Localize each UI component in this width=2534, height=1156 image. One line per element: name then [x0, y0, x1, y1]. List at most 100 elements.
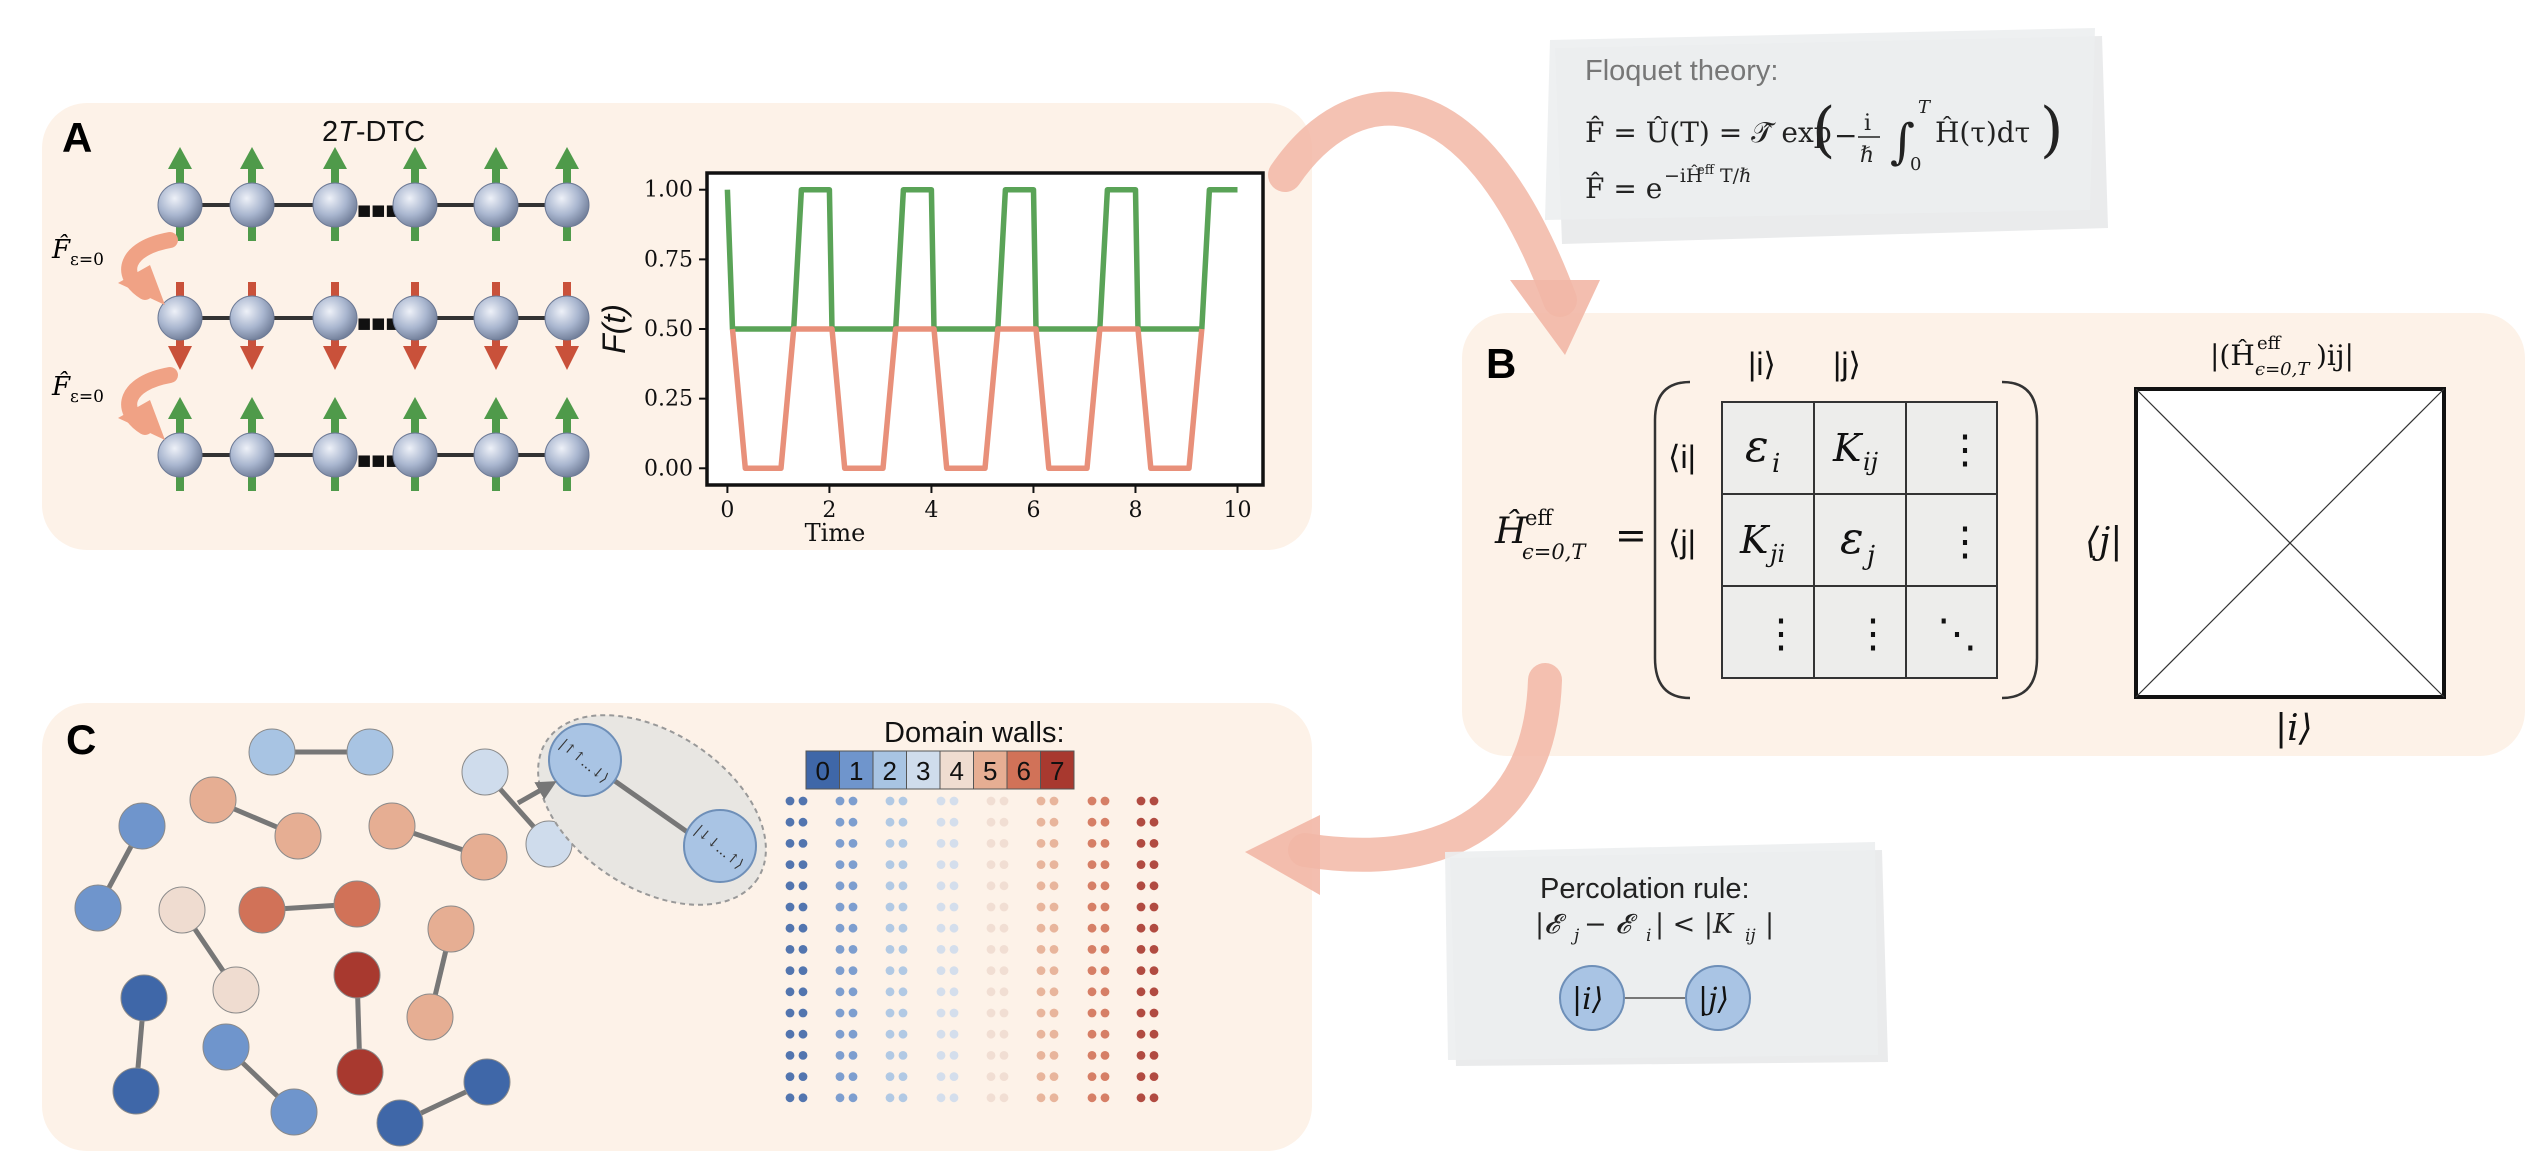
cell-vdots-r1: ⋮: [1945, 427, 1985, 473]
heatmap-xlabel: |i⟩: [2275, 708, 2313, 749]
domain-dot: [936, 923, 946, 933]
graph-node: [274, 812, 322, 860]
domain-dot: [949, 987, 959, 997]
domain-dot: [949, 796, 959, 806]
domain-dot: [848, 966, 858, 975]
spin-up-arrow: [323, 147, 347, 241]
domain-legend-swatch: [906, 750, 941, 790]
domain-dot: [785, 1008, 795, 1018]
heatmap-title-tail: )ij|: [2316, 339, 2354, 372]
domain-dot: [1136, 881, 1146, 891]
domain-dot: [898, 839, 908, 848]
domain-dot: [785, 1051, 795, 1060]
domain-dot: [999, 881, 1009, 891]
domain-dot: [848, 881, 858, 891]
domain-dot: [1149, 1072, 1159, 1081]
domain-dot: [999, 796, 1009, 806]
domain-dot: [1100, 1029, 1110, 1039]
domain-dot: [898, 1051, 908, 1060]
spin-up-arrow: [240, 397, 264, 491]
domain-dot: [1100, 966, 1110, 975]
domain-dot: [785, 1093, 795, 1103]
graph-node: [463, 1058, 511, 1106]
domain-dot: [1149, 1051, 1159, 1060]
domain-dot: [885, 881, 895, 891]
domain-dot: [798, 945, 808, 954]
spin-site: [544, 295, 590, 341]
spin-site: [312, 182, 358, 228]
domain-dot: [999, 987, 1009, 997]
graph-node: [189, 776, 237, 824]
domain-dot: [1087, 860, 1097, 869]
domain-dot: [785, 987, 795, 997]
domain-dot: [848, 839, 858, 848]
domain-dot: [1049, 945, 1059, 954]
domain-dot: [986, 966, 996, 975]
domain-dot: [898, 987, 908, 997]
domain-dot: [1049, 902, 1059, 912]
domain-dot: [999, 1072, 1009, 1081]
percolation-node-j: [1685, 965, 1751, 1031]
domain-dot: [1087, 945, 1097, 954]
floquet-eq1-int-upper: T: [1918, 97, 1932, 118]
lhs-equals: =: [1615, 513, 1647, 557]
domain-dot: [949, 1072, 959, 1081]
domain-dot: [1149, 987, 1159, 997]
heatmap-title-sub: ϵ=0,T: [2255, 359, 2311, 380]
domain-dot: [835, 966, 845, 975]
lhs-sup: eff: [1525, 506, 1554, 530]
spin-site: [392, 182, 438, 228]
domain-dot: [848, 1072, 858, 1081]
cell-epsilon-i: ε: [1745, 421, 1769, 472]
bra-i-row: ⟨i|: [1668, 439, 1696, 475]
domain-legend-label: 0: [816, 756, 830, 786]
matrix-bracket-left: [1653, 380, 1691, 700]
domain-dot: [898, 966, 908, 975]
domain-dot: [1136, 860, 1146, 869]
domain-dot: [936, 987, 946, 997]
floquet-eq1-frac-num: i: [1864, 111, 1871, 136]
domain-legend-swatch: [1006, 750, 1041, 790]
domain-dot: [986, 881, 996, 891]
domain-dot: [999, 817, 1009, 827]
floquet-theory-card: Floquet theory: F̂ = Û(T) = 𝒯̂ exp ( − i…: [1545, 28, 2108, 244]
spin-up-arrow: [403, 397, 427, 491]
domain-dot: [999, 1093, 1009, 1103]
domain-dot: [949, 860, 959, 869]
x-tick-label: 10: [1223, 498, 1251, 523]
domain-dot: [798, 1093, 808, 1103]
domain-dot: [798, 1051, 808, 1060]
domain-dot: [1149, 902, 1159, 912]
domain-dot: [1087, 1029, 1097, 1039]
domain-dot: [999, 923, 1009, 933]
spin-site: [473, 432, 519, 478]
arrow-a-to-b: [1268, 91, 1600, 355]
graph-node: [118, 802, 166, 850]
cat-pointer-arrow: [516, 781, 557, 806]
floquet-eq2-exp-sup: eff: [1697, 163, 1716, 178]
domain-dot: [785, 796, 795, 806]
x-tick-label: 0: [720, 498, 734, 523]
domain-dot: [949, 923, 959, 933]
domain-dot: [885, 839, 895, 848]
domain-dot: [1136, 839, 1146, 848]
domain-dot: [885, 796, 895, 806]
spin-up-arrow: [484, 147, 508, 241]
domain-dot: [1049, 1072, 1059, 1081]
domain-dot: [949, 902, 959, 912]
domain-dot: [949, 839, 959, 848]
graph-node: [238, 886, 286, 934]
domain-dot: [986, 817, 996, 827]
spin-site: [157, 182, 203, 228]
domain-dot: [1136, 1029, 1146, 1039]
domain-dot: [1049, 796, 1059, 806]
panel-c-letter: C: [66, 716, 96, 763]
x-tick-label: 8: [1128, 498, 1142, 523]
domain-dot: [1136, 817, 1146, 827]
graph-node: [427, 905, 475, 953]
cell-ddots: ⋱: [1937, 611, 1977, 657]
dtc-label: 2T-DTC: [322, 116, 425, 148]
domain-dot: [1036, 881, 1046, 891]
cat-node-2: [683, 809, 757, 883]
